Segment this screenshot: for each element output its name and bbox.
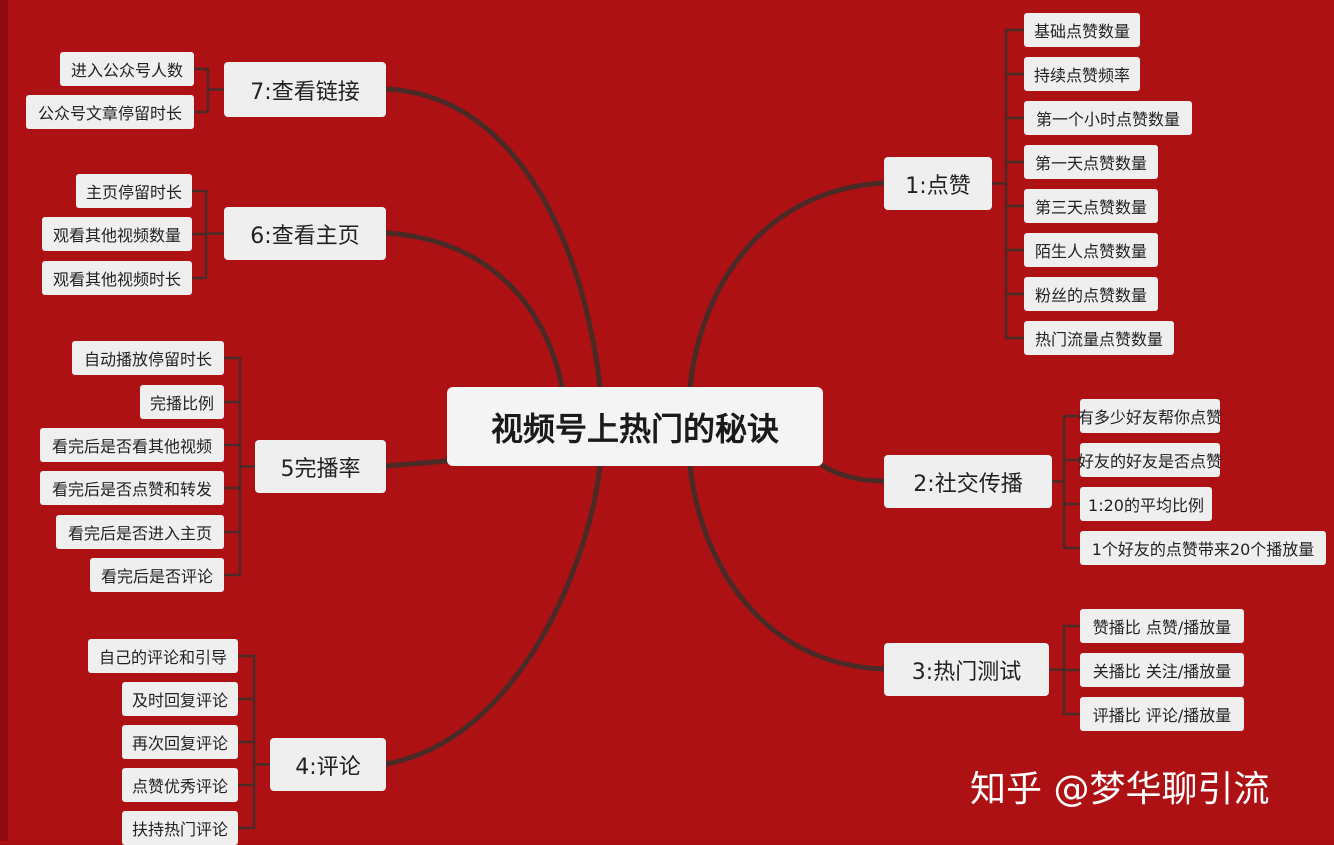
leaf-node: 热门流量点赞数量 — [1024, 321, 1174, 355]
leaf-node: 自动播放停留时长 — [72, 341, 224, 375]
branch-completion-rate: 5完播率 — [255, 440, 386, 493]
leaf-node: 1个好友的点赞带来20个播放量 — [1080, 531, 1326, 565]
connector-social-spread — [820, 463, 887, 484]
branch-comments: 4:评论 — [270, 738, 386, 791]
branch-view-homepage: 6:查看主页 — [224, 207, 386, 260]
leaf-node: 粉丝的点赞数量 — [1024, 277, 1158, 311]
leaf-node: 看完后是否进入主页 — [56, 515, 224, 549]
leaf-node: 完播比例 — [140, 385, 224, 419]
leaf-node: 点赞优秀评论 — [122, 768, 238, 802]
leaf-node: 主页停留时长 — [76, 174, 192, 208]
connector-like — [687, 180, 887, 391]
leaf-node: 看完后是否评论 — [90, 558, 224, 592]
connector-view-homepage — [383, 230, 565, 391]
leaf-node: 第一个小时点赞数量 — [1024, 101, 1192, 135]
branch-hot-test: 3:热门测试 — [884, 643, 1049, 696]
leaf-node: 再次回复评论 — [122, 725, 238, 759]
leaf-node: 评播比 评论/播放量 — [1080, 697, 1244, 731]
leaf-node: 扶持热门评论 — [122, 811, 238, 845]
leaf-node: 第一天点赞数量 — [1024, 145, 1158, 179]
connector-comments — [383, 463, 603, 767]
leaf-node: 陌生人点赞数量 — [1024, 233, 1158, 267]
leaf-node: 自己的评论和引导 — [88, 639, 238, 673]
leaf-node: 观看其他视频数量 — [42, 217, 192, 251]
watermark: 知乎 @梦华聊引流 — [970, 769, 1270, 810]
leaf-node: 看完后是否看其他视频 — [40, 428, 224, 462]
leaf-node: 观看其他视频时长 — [42, 261, 192, 295]
connector-hot-test — [687, 463, 887, 672]
branch-social-spread: 2:社交传播 — [884, 455, 1052, 508]
left-edge-shadow — [0, 0, 8, 841]
leaf-node: 进入公众号人数 — [60, 52, 194, 86]
leaf-node: 基础点赞数量 — [1024, 13, 1140, 47]
leaf-node: 持续点赞频率 — [1024, 57, 1140, 91]
leaf-node: 赞播比 点赞/播放量 — [1080, 609, 1244, 643]
leaf-node: 有多少好友帮你点赞 — [1078, 399, 1222, 433]
leaf-node: 关播比 关注/播放量 — [1080, 653, 1244, 687]
central-topic: 视频号上热门的秘诀 — [447, 387, 823, 466]
branch-view-link: 7:查看链接 — [224, 62, 386, 117]
leaf-node: 好友的好友是否点赞 — [1078, 443, 1222, 477]
connector-completion-rate — [383, 458, 450, 469]
leaf-node: 1:20的平均比例 — [1080, 487, 1212, 521]
leaf-node: 及时回复评论 — [122, 682, 238, 716]
connector-view-link — [383, 86, 603, 391]
branch-like: 1:点赞 — [884, 157, 992, 210]
leaf-node: 第三天点赞数量 — [1024, 189, 1158, 223]
leaf-node: 看完后是否点赞和转发 — [40, 471, 224, 505]
leaf-node: 公众号文章停留时长 — [26, 95, 194, 129]
